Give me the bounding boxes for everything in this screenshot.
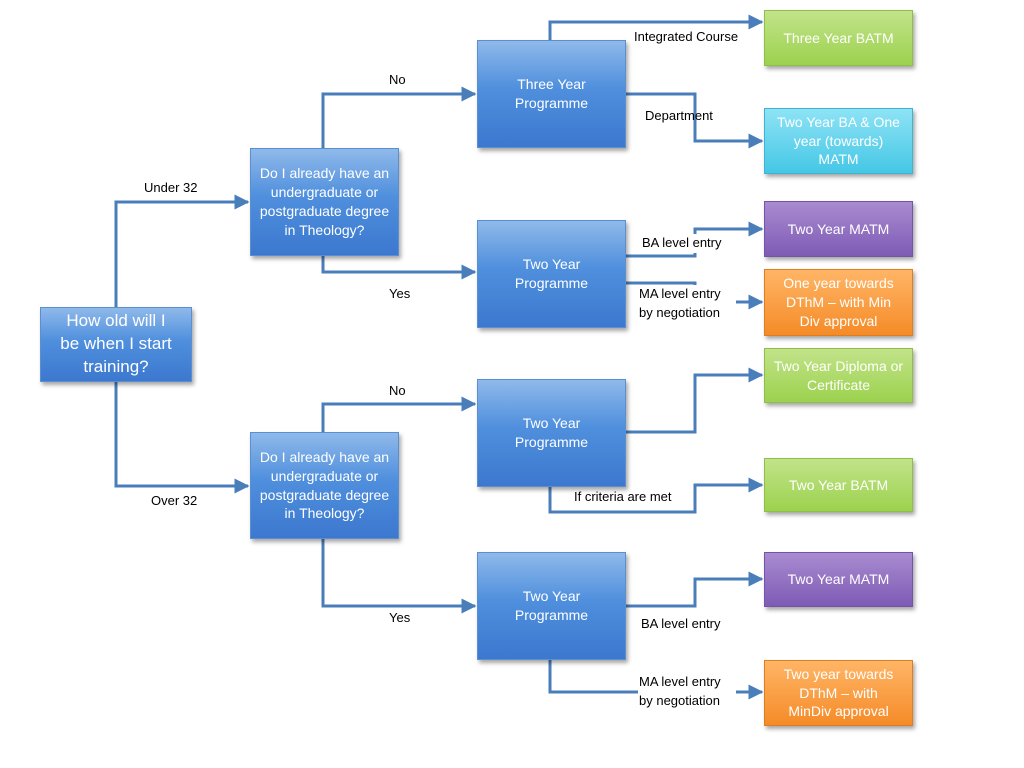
label-yes-lower: Yes (389, 610, 411, 625)
label-department: Department (645, 108, 713, 123)
edge-three-department (626, 92, 764, 149)
edge-twob-diploma (626, 367, 764, 434)
edge-qover-no (321, 396, 477, 432)
label-ma-level-entry-b: MA level entry by negotiation (638, 673, 736, 711)
label-ba-level-entry-a: BA level entry (641, 234, 723, 253)
edge-qover-yes (321, 539, 477, 614)
label-ma-level-entry-a: MA level entry by negotiation (638, 285, 736, 323)
label-no-lower: No (389, 383, 406, 398)
two-year-programme-node-b: Two Year Programme (477, 379, 626, 487)
label-under-32: Under 32 (144, 180, 198, 195)
outcome-three-year-batm: Three Year BATM (764, 10, 913, 66)
outcome-two-year-ba-one-year-matm: Two Year BA & One year (towards) MATM (764, 108, 913, 174)
label-integrated-course: Integrated Course (634, 29, 739, 44)
outcome-two-year-diploma: Two Year Diploma or Certificate (764, 348, 913, 403)
edge-start-under32 (114, 194, 250, 307)
edge-three-integrated (548, 14, 764, 40)
edge-qunder-yes (321, 256, 477, 280)
three-year-programme-node: Three Year Programme (477, 40, 626, 148)
outcome-two-year-dthm: Two year towards DThM – with MinDiv appr… (764, 660, 913, 726)
outcome-one-year-dthm: One year towards DThM – with Min Div app… (764, 269, 913, 336)
edge-qunder-no (321, 86, 477, 148)
outcome-two-year-matm-b: Two Year MATM (764, 552, 913, 607)
label-over-32: Over 32 (151, 493, 198, 508)
degree-question-node-over32: Do I already have an undergraduate or po… (250, 432, 399, 539)
label-no-upper: No (389, 72, 406, 87)
label-ba-level-entry-b: BA level entry (641, 616, 721, 631)
label-yes-upper: Yes (389, 286, 411, 301)
start-question-node: How old will I be when I start training? (40, 307, 192, 382)
degree-question-node-under32: Do I already have an undergraduate or po… (250, 148, 399, 256)
edge-twoc-ba (626, 571, 764, 608)
edge-start-over32 (114, 382, 250, 494)
two-year-programme-node-c: Two Year Programme (477, 552, 626, 660)
outcome-two-year-batm: Two Year BATM (764, 458, 913, 512)
edge-twob-criteria (548, 477, 764, 514)
two-year-programme-node-a: Two Year Programme (477, 220, 626, 328)
label-if-criteria-met: If criteria are met (574, 489, 672, 504)
outcome-two-year-matm-a: Two Year MATM (764, 201, 913, 257)
